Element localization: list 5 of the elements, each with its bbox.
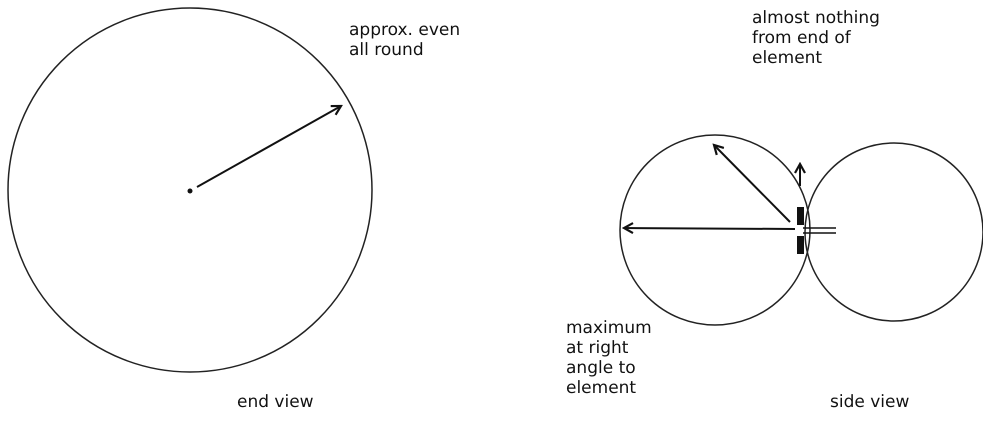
view-caption: end view bbox=[237, 392, 314, 412]
annotation-text: almost nothing from end of element bbox=[752, 8, 881, 68]
annotation-text: maximum at right angle to element bbox=[566, 318, 653, 398]
annotation-text: approx. even all round bbox=[349, 20, 462, 60]
view-caption: side view bbox=[830, 392, 910, 412]
